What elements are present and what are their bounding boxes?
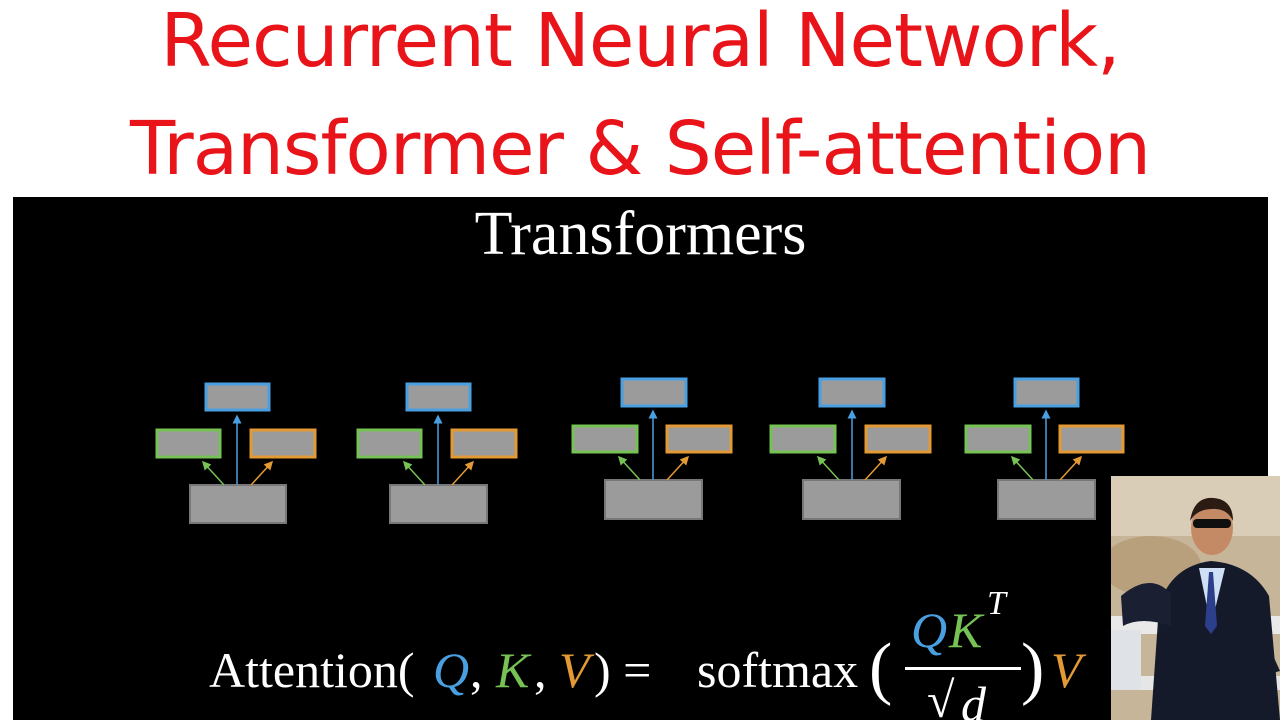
formula-attention-name: Attention( xyxy=(209,642,415,698)
formula-transpose-t: T xyxy=(987,585,1006,622)
input-box xyxy=(997,479,1096,520)
formula-comma-2: , xyxy=(534,642,547,698)
value-box xyxy=(249,428,317,459)
formula-sqrt: √ xyxy=(927,672,955,720)
key-box xyxy=(571,424,639,454)
presenter-photo-art xyxy=(1111,476,1280,720)
attention-unit-1 xyxy=(155,382,317,524)
key-box xyxy=(769,424,837,454)
formula-rhs-v: V xyxy=(1051,642,1082,698)
presenter-photo xyxy=(1111,476,1280,720)
formula-comma-1: , xyxy=(470,642,483,698)
formula-close-paren: ) xyxy=(1021,630,1045,707)
attention-unit-5 xyxy=(964,377,1125,520)
output-box xyxy=(1013,377,1080,408)
attention-unit-4 xyxy=(769,377,932,520)
title-line-2: Transformer & Self-attention xyxy=(129,106,1151,192)
formula-v: V xyxy=(559,642,590,698)
input-box xyxy=(802,479,901,520)
value-box xyxy=(665,424,733,454)
value-box xyxy=(864,424,932,454)
input-box xyxy=(189,484,287,524)
output-box xyxy=(818,377,886,408)
title-line-1: Recurrent Neural Network, xyxy=(160,0,1120,84)
value-box xyxy=(1058,424,1125,454)
slide-heading: Transformers xyxy=(474,200,807,268)
key-box xyxy=(356,428,423,459)
output-box xyxy=(204,382,271,412)
transformer-diagram xyxy=(155,377,1125,524)
input-box xyxy=(604,479,703,520)
formula-softmax: softmax xyxy=(697,642,859,698)
output-box xyxy=(620,377,688,408)
value-box xyxy=(450,428,518,459)
formula-fraction-bar xyxy=(905,667,1021,670)
formula-open-paren: ( xyxy=(869,630,893,707)
formula-q: Q xyxy=(433,642,470,698)
slide-panel: Transformers xyxy=(13,197,1268,720)
formula-denominator-d: d xyxy=(961,676,986,720)
attention-unit-2 xyxy=(356,382,518,524)
output-box xyxy=(405,382,472,412)
key-box xyxy=(155,428,222,459)
input-box xyxy=(389,484,488,524)
key-box xyxy=(964,424,1032,454)
formula-numerator-q: Q xyxy=(911,602,948,658)
formula-numerator-k: K xyxy=(949,602,983,658)
attention-unit-3 xyxy=(571,377,733,520)
formula-close-equals: ) = xyxy=(594,642,652,698)
formula-k: K xyxy=(496,642,530,698)
